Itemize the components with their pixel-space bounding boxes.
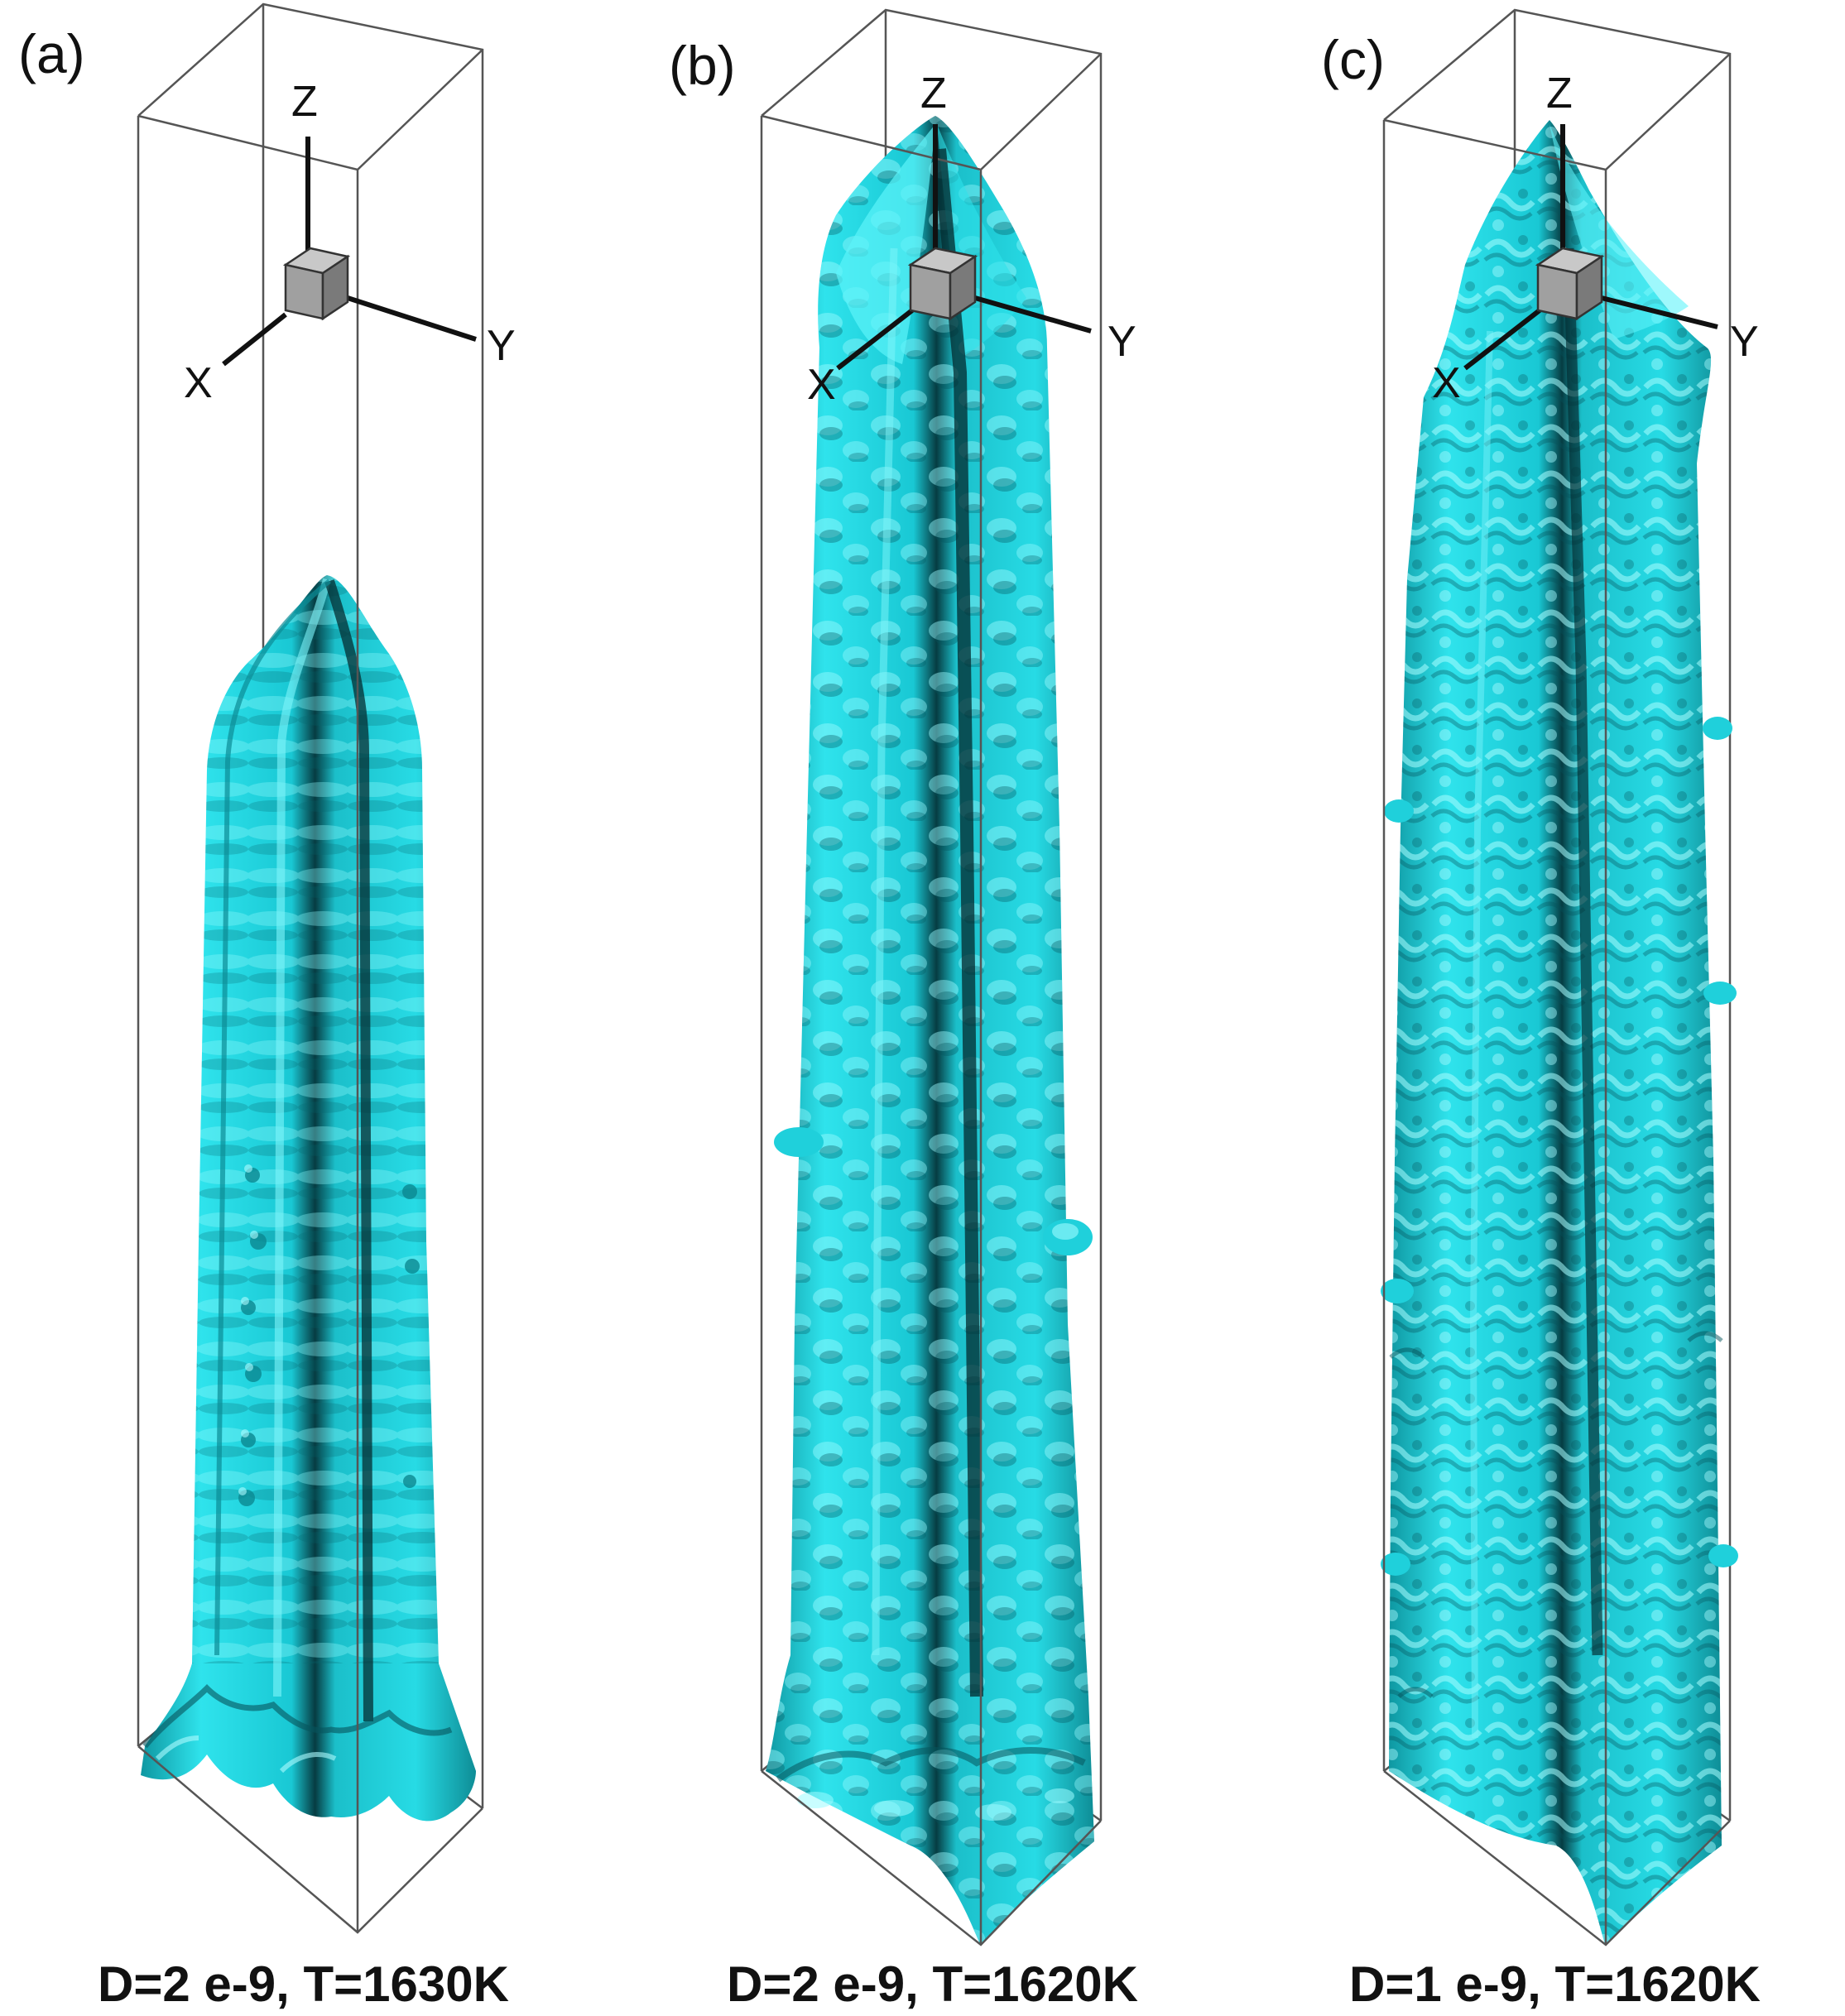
panel-label-c: (c)	[1321, 29, 1385, 90]
panel-label-b: (b)	[669, 35, 736, 96]
x-axis-label-a: X	[184, 359, 213, 407]
panel-c: Z Y X (c) D=1 e-9, T=1620K	[1321, 8, 1761, 2012]
axis-triad-a	[222, 137, 477, 367]
panel-b: Z Y X (b) D=2 e-9, T=1620K	[669, 8, 1138, 2012]
y-axis-line-a	[347, 295, 477, 342]
axis-cube-b	[907, 247, 978, 321]
y-axis-label-c: Y	[1730, 318, 1759, 366]
axis-cube-a	[282, 247, 351, 321]
y-axis-line-c	[1601, 295, 1718, 329]
y-axis-label-b: Y	[1107, 318, 1136, 366]
x-axis-label-c: X	[1432, 359, 1461, 407]
x-axis-line-a	[222, 312, 287, 367]
dendrite-surface-c	[1381, 120, 1738, 1945]
bounding-box-front-c	[1382, 53, 1731, 1946]
panel-a: Z Y X (a) D=2 e-9, T=1630K	[18, 2, 516, 2012]
bounding-box-front-a	[137, 49, 483, 1934]
y-axis-label-a: Y	[487, 322, 516, 370]
axis-cube-c	[1535, 247, 1605, 321]
x-axis-line-c	[1463, 308, 1541, 371]
caption-a: D=2 e-9, T=1630K	[98, 1956, 509, 2012]
caption-c: D=1 e-9, T=1620K	[1349, 1956, 1761, 2012]
z-axis-label-a: Z	[291, 78, 318, 126]
dendrite-surface-b	[766, 116, 1094, 1945]
z-axis-label-c: Z	[1546, 70, 1573, 118]
caption-b: D=2 e-9, T=1620K	[727, 1956, 1138, 2012]
x-axis-label-b: X	[807, 361, 836, 409]
z-axis-label-b: Z	[920, 70, 947, 118]
y-axis-line-b	[974, 295, 1092, 334]
x-axis-line-b	[836, 308, 914, 371]
panel-label-a: (a)	[18, 23, 85, 84]
dendrite-surface-a	[141, 575, 476, 1822]
bounding-box-front-b	[760, 53, 1102, 1946]
